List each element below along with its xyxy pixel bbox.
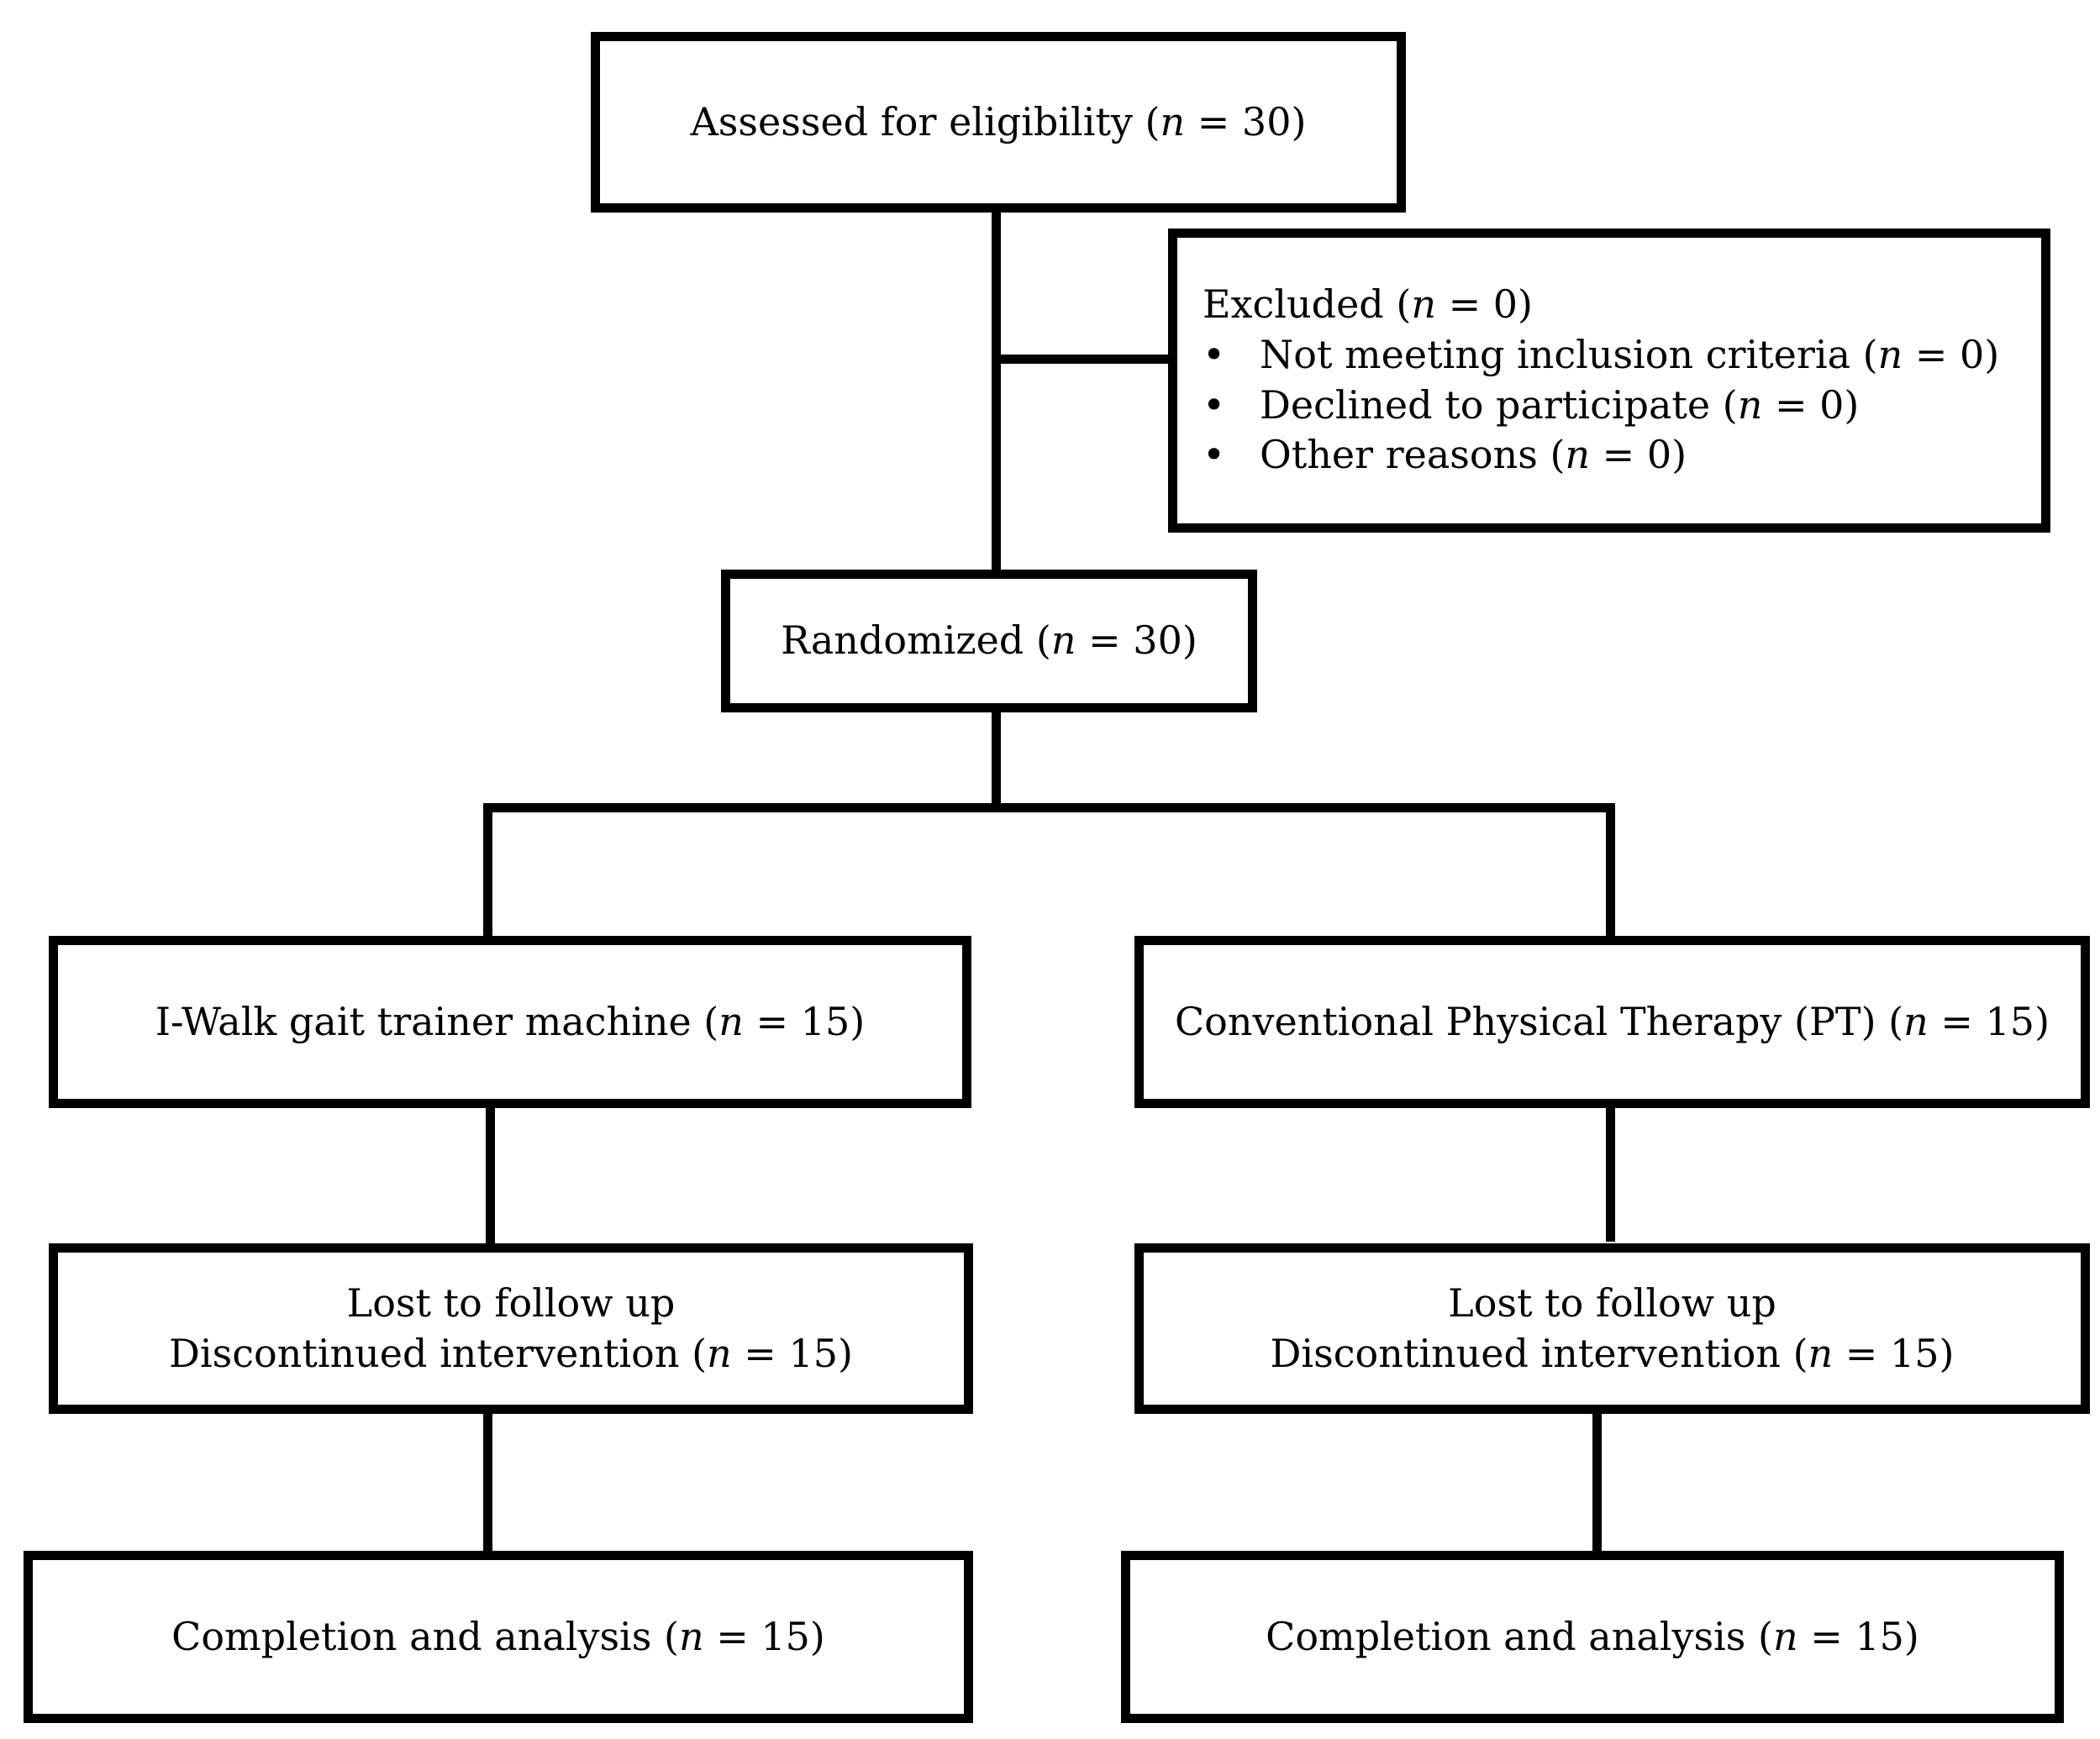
connector-left-followup-to-analysis — [483, 1411, 492, 1554]
excluded-reason: •Not meeting inclusion criteria (n = 0) — [1203, 331, 2000, 377]
connector-assessed-to-randomized — [992, 210, 1001, 571]
connector-split-horizontal — [483, 803, 1615, 812]
connector-right-allocation-to-followup — [1606, 1107, 1615, 1242]
right-analysis-box: Completion and analysis (n = 15) — [1121, 1551, 2064, 1723]
connector-split-right — [1606, 803, 1615, 938]
assessed-box: Assessed for eligibility (n = 30) — [591, 32, 1406, 213]
connector-split-left — [483, 803, 492, 938]
right-allocation-box: Conventional Physical Therapy (PT) (n = … — [1134, 936, 2090, 1108]
randomized-label: Randomized (n = 30) — [781, 617, 1197, 664]
connector-randomized-down — [992, 710, 1001, 804]
left-followup-line2: Discontinued intervention (n = 15) — [169, 1330, 853, 1376]
left-analysis-label: Completion and analysis (n = 15) — [171, 1613, 825, 1659]
right-followup-box: Lost to follow up Discontinued intervent… — [1134, 1243, 2090, 1414]
excluded-reasons-list: •Not meeting inclusion criteria (n = 0) … — [1203, 330, 1999, 481]
left-allocation-label: I-Walk gait trainer machine (n = 15) — [155, 998, 866, 1044]
right-followup-line1: Lost to follow up — [1448, 1279, 1776, 1326]
excluded-reason: •Other reasons (n = 0) — [1203, 432, 1687, 478]
right-allocation-label: Conventional Physical Therapy (PT) (n = … — [1174, 998, 2050, 1044]
randomized-box: Randomized (n = 30) — [721, 570, 1257, 712]
connector-to-excluded — [992, 355, 1168, 364]
assessed-label: Assessed for eligibility (n = 30) — [690, 98, 1307, 144]
connector-left-allocation-to-followup — [486, 1107, 495, 1245]
right-followup-line2: Discontinued intervention (n = 15) — [1270, 1330, 1955, 1376]
left-followup-line1: Lost to follow up — [346, 1279, 676, 1326]
left-allocation-box: I-Walk gait trainer machine (n = 15) — [49, 936, 971, 1108]
connector-right-followup-to-analysis — [1592, 1411, 1602, 1554]
right-analysis-label: Completion and analysis (n = 15) — [1266, 1613, 1919, 1659]
excluded-reason: •Declined to participate (n = 0) — [1203, 381, 1860, 428]
left-followup-box: Lost to follow up Discontinued intervent… — [49, 1243, 973, 1414]
left-analysis-box: Completion and analysis (n = 15) — [24, 1551, 973, 1723]
excluded-box: Excluded (n = 0) •Not meeting inclusion … — [1168, 229, 2050, 533]
excluded-title: Excluded (n = 0) — [1203, 281, 1533, 327]
